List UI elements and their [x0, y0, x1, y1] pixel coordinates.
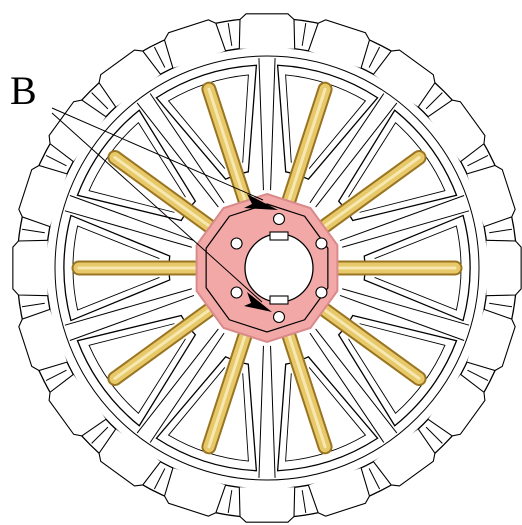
rim-tooth — [163, 19, 227, 69]
spoke-edge — [342, 288, 470, 326]
spoke-edge — [136, 102, 219, 208]
rim-tooth — [18, 164, 68, 228]
rim-tooth — [427, 374, 486, 437]
bolt-hole — [230, 237, 243, 250]
spoke-edge — [270, 345, 276, 478]
rim-tooth-divider — [21, 302, 45, 308]
hub-inner-outline — [205, 203, 329, 333]
arrowhead-upper — [244, 194, 278, 210]
rod-highlight — [287, 87, 327, 202]
rim-tooth-divider — [425, 426, 443, 444]
spoke-edge — [309, 332, 385, 443]
spoke-edge — [258, 58, 264, 191]
rim-tooth — [238, 13, 296, 49]
rim-tooth-divider — [45, 369, 67, 382]
callout-label: B — [10, 68, 37, 113]
spoke-edge — [69, 294, 195, 341]
spoke-edge — [309, 93, 385, 204]
rim-tooth — [427, 99, 486, 162]
spoke-edge — [149, 93, 225, 204]
bolt-hole — [272, 310, 286, 324]
rod-highlight — [207, 334, 247, 449]
rod-highlight — [323, 308, 421, 381]
spoke-edge — [69, 195, 195, 242]
rim-tooth-divider — [45, 154, 67, 167]
center-bore — [244, 233, 314, 303]
rim-tooth — [98, 428, 161, 487]
rim-tooth — [163, 467, 227, 517]
keyway-top — [269, 231, 289, 241]
rim-tooth — [307, 467, 371, 517]
rod-highlight — [113, 308, 211, 381]
spoke-edge — [136, 328, 219, 434]
rim-tooth-divider — [489, 302, 513, 308]
rim-tooth — [466, 164, 516, 228]
rods — [71, 81, 463, 455]
bolt-hole — [230, 286, 243, 299]
rim-tooth-divider — [368, 46, 381, 68]
spoke-edge — [64, 288, 192, 326]
leader-line-upper — [51, 107, 264, 201]
rim-tooth — [466, 308, 516, 372]
rim-tooth-divider — [91, 92, 109, 110]
bolt-hole — [315, 286, 328, 299]
rod-highlight — [287, 334, 327, 449]
spoke-edge — [270, 58, 276, 191]
spoke-edge — [339, 294, 465, 341]
spoke-edge — [258, 345, 264, 478]
rod-highlight — [207, 87, 247, 202]
rim-tooth — [373, 49, 436, 108]
leader-line-lower — [51, 112, 263, 303]
spoke-edge — [339, 195, 465, 242]
rim-tooth-divider — [467, 369, 489, 382]
callout: B — [10, 68, 278, 312]
rod-highlight — [113, 155, 211, 228]
rim-tooth — [238, 487, 296, 523]
rim-tooth-divider — [467, 154, 489, 167]
rim-tooth-divider — [227, 490, 233, 514]
rim-tooth-divider — [153, 46, 166, 68]
bolt-hole — [315, 237, 328, 250]
bolt-hole — [272, 212, 286, 226]
rim-tooth-divider — [153, 468, 166, 490]
rim-tooth — [18, 308, 68, 372]
keyway-bottom — [269, 295, 289, 305]
spoke-edge — [149, 332, 225, 443]
rim-tooth — [12, 239, 48, 297]
hub — [195, 192, 339, 344]
rim-tooth-divider — [227, 22, 233, 46]
bolt-holes — [230, 212, 328, 324]
spoke-edge — [342, 210, 470, 248]
spoke-edge — [315, 102, 398, 208]
rim-tooth-divider — [91, 426, 109, 444]
rim-tooth-divider — [368, 468, 381, 490]
rod-highlight — [323, 155, 421, 228]
spoke-edge — [64, 210, 192, 248]
rim-tooth — [48, 374, 107, 437]
rim-tooth — [48, 99, 107, 162]
spoke-edge — [315, 328, 398, 434]
arrowhead-lower — [244, 292, 272, 312]
rim-teeth — [12, 13, 522, 523]
rim-tooth-divider — [301, 22, 307, 46]
rim-tooth-divider — [301, 490, 307, 514]
rim-tooth-divider — [21, 228, 45, 234]
rim-tooth-divider — [425, 92, 443, 110]
rim-tooth — [98, 49, 161, 108]
rim-tooth-divider — [489, 228, 513, 234]
rim-tooth — [373, 428, 436, 487]
rim-tooth — [486, 239, 522, 297]
rim-tooth — [307, 19, 371, 69]
